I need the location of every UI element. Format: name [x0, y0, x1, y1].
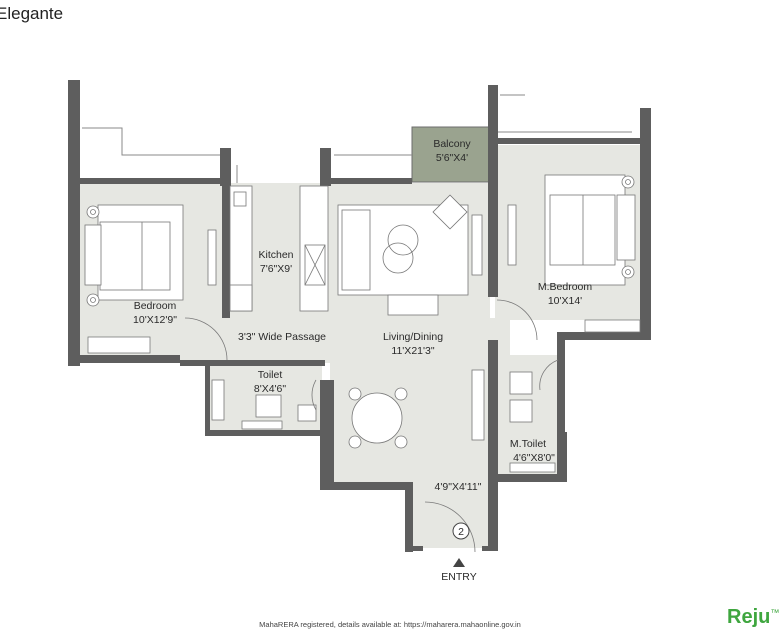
kitchen-furniture: [229, 185, 329, 312]
living-dining-name: Living/Dining: [383, 331, 443, 343]
walls: [68, 80, 651, 552]
master-bedroom-furniture: [507, 174, 636, 286]
bedroom-size: 10'X12'9": [133, 314, 177, 326]
entry-label: ENTRY: [441, 571, 476, 583]
dining-table: [348, 369, 485, 449]
balcony-size: 5'6"X4': [436, 152, 468, 164]
entry-marker-number: 2: [458, 526, 464, 538]
project-title: Elegante: [0, 4, 64, 23]
balcony-name: Balcony: [433, 138, 471, 150]
foyer-size: 4'9"X4'11": [435, 481, 482, 493]
kitchen-size: 7'6"X9': [260, 263, 292, 275]
passage-label: 3'3" Wide Passage: [238, 331, 326, 343]
living-dining-size: 11'X21'3": [391, 345, 434, 357]
windows: [87, 319, 641, 473]
doors: [184, 299, 559, 553]
toilet-fixtures: [211, 371, 533, 423]
brand-logo-mark: ™: [770, 607, 780, 618]
rera-footer: MahaRERA registered, details available a…: [259, 620, 521, 629]
brand-logo-text: Reju: [727, 606, 771, 628]
master-bedroom-size: 10'X14': [548, 295, 582, 307]
brand-logo: Reju™: [727, 606, 779, 629]
master-toilet-size: 4'6"X8'0": [513, 452, 555, 464]
toilet-name: Toilet: [258, 369, 283, 381]
master-bedroom-name: M.Bedroom: [538, 281, 593, 293]
kitchen-name: Kitchen: [258, 249, 293, 261]
exterior-lines: [82, 94, 632, 183]
master-toilet-name: M.Toilet: [510, 438, 546, 450]
bedroom-furniture: [84, 204, 217, 307]
living-furniture: [337, 194, 483, 316]
entry-arrow-icon: [453, 558, 465, 567]
entry-marker-circle: [452, 522, 470, 540]
bedroom-name: Bedroom: [134, 300, 177, 312]
toilet-size: 8'X4'6": [254, 383, 287, 395]
